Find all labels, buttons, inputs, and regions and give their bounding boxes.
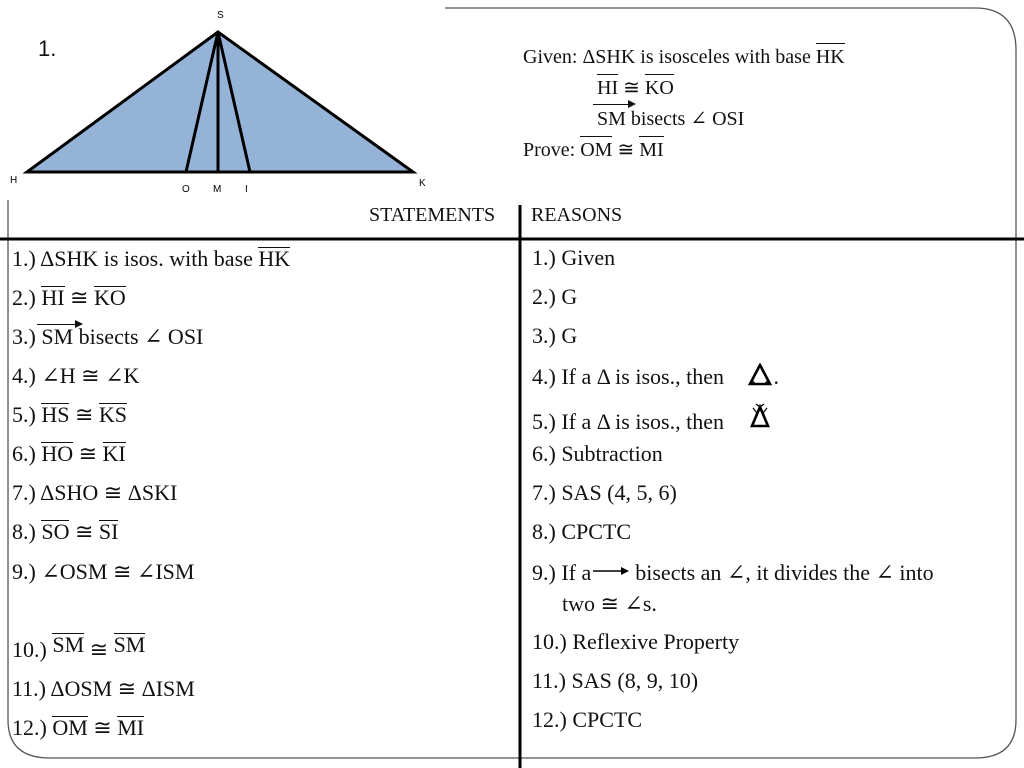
statement-9: 9.) ∠OSM ≅ ∠ISM <box>12 559 195 584</box>
given-line-3: SM bisects ∠ OSI <box>523 100 845 135</box>
statement-7: 7.) ΔSHO ≅ ΔSKI <box>12 480 178 505</box>
triangle-figure: S H K O M I <box>10 10 426 195</box>
reason-12: 12.) CPCTC <box>532 707 643 732</box>
statement-3: 3.) SM bisects ∠ OSI <box>12 320 204 349</box>
label-h: H <box>10 175 17 186</box>
reason-2: 2.) G <box>532 284 578 309</box>
label-s: S <box>217 10 224 21</box>
reason-6: 6.) Subtraction <box>532 441 663 466</box>
base-angles-triangle-icon <box>748 363 773 386</box>
label-k: K <box>419 178 426 189</box>
segment-hk: HK <box>815 42 845 73</box>
congruent-sides-triangle-icon <box>750 403 771 428</box>
reason-5: 5.) If a Δ is isos., then <box>532 402 773 435</box>
reason-11: 11.) SAS (8, 9, 10) <box>532 668 699 693</box>
statement-1: 1.) ΔSHK is isos. with base HK <box>12 246 291 271</box>
statement-5: 5.) HS ≅ KS <box>12 402 128 427</box>
problem-number: 1. <box>38 36 57 61</box>
triangle-shk <box>22 30 418 174</box>
ray-sm: SM <box>593 100 636 135</box>
segment-so <box>184 31 220 173</box>
reason-10: 10.) Reflexive Property <box>532 629 740 654</box>
reasons-header: REASONS <box>531 204 623 226</box>
given-line-1: Given: ΔSHK is isosceles with base HK <box>523 42 845 73</box>
statements-header: STATEMENTS <box>369 204 496 226</box>
reason-4: 4.) If a Δ is isos., then . <box>532 363 779 389</box>
label-o: O <box>182 184 190 195</box>
label-i: I <box>245 184 248 195</box>
statement-6: 6.) HO ≅ KI <box>12 441 126 466</box>
label-m: M <box>213 184 221 195</box>
statement-10: 10.) SM ≅ SM <box>12 632 146 662</box>
given-block: Given: ΔSHK is isosceles with base HK HI… <box>523 42 845 166</box>
segment-si <box>216 31 252 173</box>
statement-12: 12.) OM ≅ MI <box>12 715 145 740</box>
ray-arrow-icon <box>593 567 630 575</box>
given-line-2: HI ≅ KO <box>523 73 845 104</box>
reason-9-continued: two ≅ ∠s. <box>562 591 657 616</box>
statement-4: 4.) ∠H ≅ ∠K <box>12 363 140 388</box>
statement-11: 11.) ΔOSM ≅ ΔISM <box>12 676 195 701</box>
reason-7: 7.) SAS (4, 5, 6) <box>532 480 677 505</box>
statement-8: 8.) SO ≅ SI <box>12 519 119 544</box>
reason-1: 1.) Given <box>532 245 616 270</box>
reason-9: 9.) If a bisects an ∠, it divides the ∠ … <box>532 560 934 585</box>
statement-2: 2.) HI ≅ KO <box>12 285 126 310</box>
reason-3: 3.) G <box>532 323 578 348</box>
reason-8: 8.) CPCTC <box>532 519 632 544</box>
prove-line: Prove: OM ≅ MI <box>523 135 845 166</box>
